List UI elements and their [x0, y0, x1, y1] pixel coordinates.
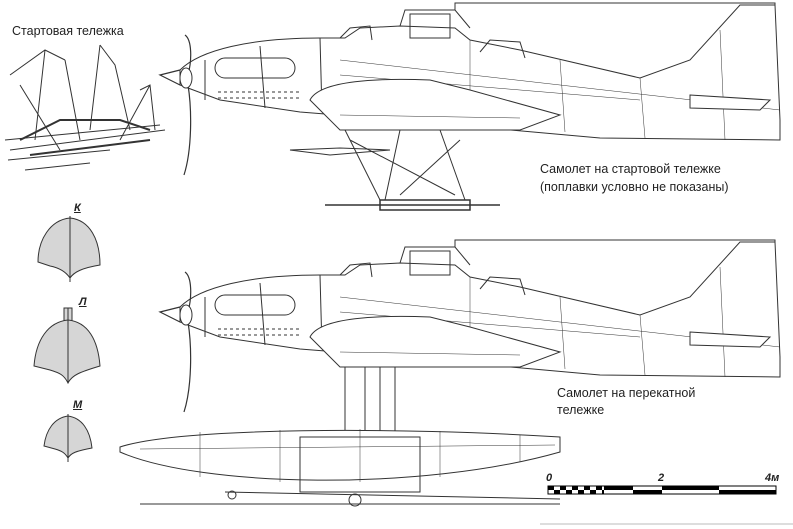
plane-on-launch-cart	[159, 2, 781, 211]
section-m	[43, 414, 93, 462]
beaching-cart-plane-caption-2: тележке	[557, 403, 605, 417]
section-m-label: М	[73, 399, 83, 411]
scale-tick-4: 4м	[765, 472, 780, 484]
scale-tick-0: 0	[546, 472, 553, 484]
section-l-label: Л	[79, 296, 87, 308]
section-k	[37, 216, 101, 282]
launch-cart-plane-note: (поплавки условно не показаны)	[540, 180, 729, 194]
plane-on-beaching-cart	[119, 239, 781, 507]
launch-cart-plane-caption: Самолет на стартовой тележке	[540, 162, 721, 176]
scale-bar	[547, 485, 777, 495]
section-l	[33, 307, 101, 385]
beaching-cart-plane-caption: Самолет на перекатной	[557, 386, 696, 400]
launch-cart-illustration	[4, 44, 166, 171]
section-k-label: К	[74, 202, 81, 214]
scale-tick-2: 2	[658, 472, 665, 484]
launch-cart-caption: Стартовая тележка	[12, 24, 124, 38]
